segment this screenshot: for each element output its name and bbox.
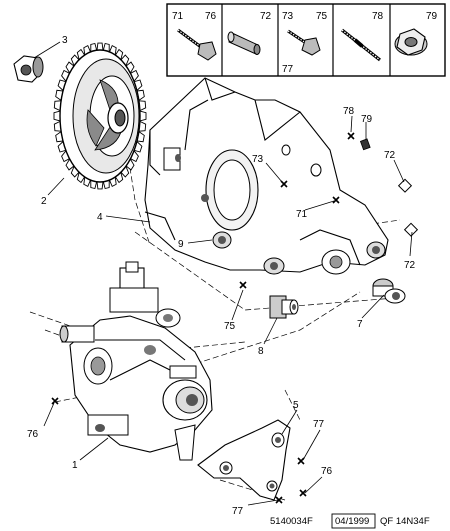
rear-support-plate — [197, 419, 291, 501]
callout-1: 1 — [72, 460, 78, 471]
leader-lines — [33, 41, 413, 506]
footer-date: 04/1999 — [335, 516, 369, 527]
dowel-pin-icon — [227, 31, 261, 55]
loose-fastener-marks — [51, 281, 307, 504]
drawing-footer: 5140034F 04/1999 QF 14N34F — [270, 513, 430, 529]
footer-reference: 5140034F — [270, 516, 313, 527]
dowel-72-top-icon — [397, 178, 413, 193]
callout-7: 7 — [357, 319, 363, 330]
legend-num-78: 78 — [372, 11, 384, 22]
footer-date-box — [331, 513, 376, 529]
pump-support-bracket — [144, 77, 389, 275]
bolt-71-mark — [332, 196, 340, 204]
bolt-77-right-mark — [297, 457, 305, 465]
legend-num-79: 79 — [426, 11, 438, 22]
callout-9: 9 — [178, 239, 184, 250]
callout-72-bottom: 72 — [404, 260, 416, 271]
callout-4: 4 — [97, 212, 103, 223]
stud-icon — [341, 28, 381, 62]
long-bolt-icon — [177, 28, 217, 61]
callout-2: 2 — [41, 196, 47, 207]
spacer-sleeve — [269, 295, 299, 319]
sprocket-nut — [13, 55, 44, 83]
camshaft-sprocket — [53, 42, 147, 190]
callout-3: 3 — [62, 35, 68, 46]
legend-num-72: 72 — [260, 11, 272, 22]
sprocket-tooth — [96, 42, 104, 51]
callout-77-right: 77 — [313, 419, 325, 430]
rubber-bushing — [372, 278, 406, 304]
legend-num-75: 75 — [316, 11, 328, 22]
callout-71: 71 — [296, 209, 308, 220]
fastener-legend: 71 76 72 73 75 77 78 79 — [166, 3, 446, 77]
callout-73: 73 — [252, 154, 264, 165]
legend-num-71: 71 — [172, 11, 184, 22]
bracket-fasteners — [280, 132, 419, 237]
bolt-77-bottom-mark — [275, 496, 283, 504]
stud-78-mark — [347, 132, 355, 140]
dowel-72-bottom-icon — [403, 222, 419, 237]
bolt-75-mark — [239, 281, 247, 289]
short-bolt-icon — [287, 29, 321, 56]
bolt-76-left-mark — [51, 397, 59, 405]
sprocket-tooth — [139, 110, 147, 122]
legend-num-77: 77 — [282, 64, 294, 75]
nut-79-icon — [359, 138, 371, 151]
callout-8: 8 — [258, 346, 264, 357]
footer-code: QF 14N34F — [380, 516, 430, 527]
sprocket-tooth — [96, 181, 104, 190]
callout-labels: 3 2 4 9 73 78 79 72 71 72 75 7 8 76 1 5 … — [27, 35, 416, 517]
callout-77-bottom: 77 — [232, 506, 244, 517]
callout-79: 79 — [361, 114, 373, 125]
callout-76-left: 76 — [27, 429, 39, 440]
sprocket-tooth — [53, 110, 61, 122]
callout-76-right: 76 — [321, 466, 333, 477]
callout-72-top: 72 — [384, 150, 396, 161]
legend-num-73: 73 — [282, 11, 294, 22]
callout-75: 75 — [224, 321, 236, 332]
callout-78: 78 — [343, 106, 355, 117]
callout-5: 5 — [293, 400, 299, 411]
flange-nut-icon — [394, 28, 428, 56]
high-pressure-pump — [59, 261, 213, 461]
bolt-76-right-mark — [299, 489, 307, 497]
legend-num-76: 76 — [205, 11, 217, 22]
